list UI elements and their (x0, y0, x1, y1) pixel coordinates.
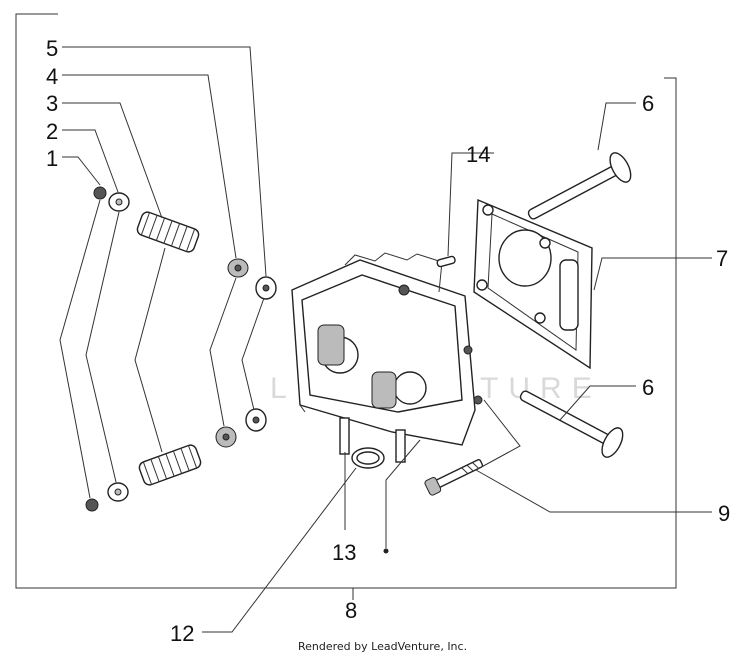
part-cylinder-head (291, 252, 483, 446)
callout-3: 3 (46, 91, 58, 116)
callout-5: 5 (46, 36, 58, 61)
part-stud (339, 417, 406, 463)
callout-1: 1 (46, 146, 58, 171)
footer-credit: Rendered by LeadVenture, Inc. (298, 640, 467, 653)
callout-8: 8 (345, 598, 357, 623)
callout-9: 9 (718, 501, 730, 526)
part-spring-seat (245, 276, 277, 432)
callout-4: 4 (46, 64, 58, 89)
part-spring-retainer (107, 192, 130, 502)
callout-12: 12 (170, 621, 194, 646)
part-collet (85, 186, 107, 512)
callout-2: 2 (46, 119, 58, 144)
callout-7: 7 (716, 246, 728, 271)
part-o-ring (351, 447, 385, 469)
part-dowel-pin (436, 255, 456, 268)
part-head-gasket (473, 198, 593, 370)
assembly-bracket (15, 13, 677, 600)
callout-6-bottom: 6 (642, 375, 654, 400)
part-valve (519, 152, 632, 458)
callout-13: 13 (332, 540, 356, 565)
callout-6-top: 6 (642, 91, 654, 116)
part-valve-spring (136, 211, 202, 486)
part-bolt (424, 458, 484, 496)
part-stem-seal (215, 258, 249, 448)
callout-14: 14 (466, 142, 490, 167)
leader-lines (59, 46, 712, 633)
